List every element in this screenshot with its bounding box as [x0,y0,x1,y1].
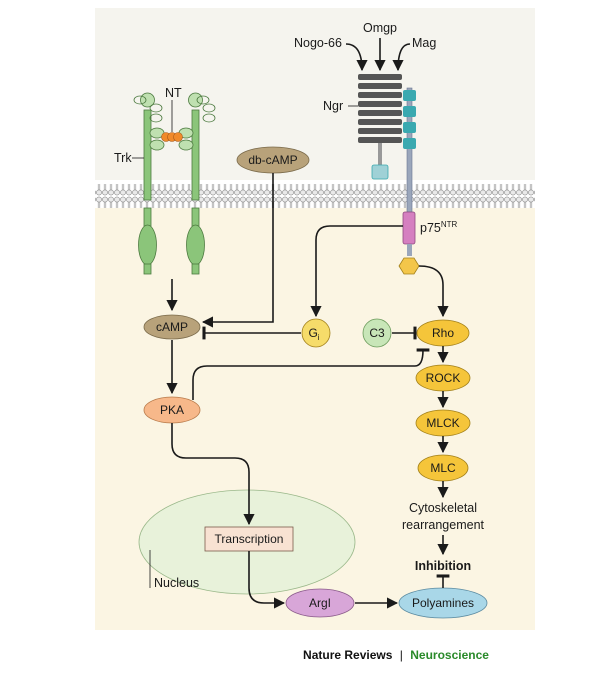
nogo-receptor-complex [358,74,420,275]
svg-text:MLCK: MLCK [426,416,459,430]
svg-text:Gi: Gi [308,326,319,342]
omgp-label: Omgp [363,21,397,35]
polyamines-node: Polyamines [398,587,488,619]
svg-text:ArgI: ArgI [309,596,331,610]
argi-node: ArgI [285,588,355,618]
svg-text:Polyamines: Polyamines [412,596,474,610]
arrow-transcription-to-argi [248,551,286,609]
nogo66-label: Nogo-66 [294,36,342,50]
svg-text:cAMP: cAMP [156,320,188,334]
svg-text:Transcription: Transcription [215,532,284,546]
camp-node: cAMP [143,314,201,340]
svg-text:C3: C3 [369,326,385,340]
footer-separator: | [400,648,403,662]
ngr-label: Ngr [323,99,343,113]
db-camp-node: db-cAMP [236,146,310,174]
p75-label: p75NTR [420,220,458,235]
arrow-dbcamp-to-camp [201,173,274,328]
rho-node: Rho [416,319,470,347]
mlck-node: MLCK [415,409,471,437]
svg-text:Rho: Rho [432,326,454,340]
footer-journal: Nature Reviews [303,648,393,662]
gi-node: Gi [301,318,331,348]
svg-text:MLC: MLC [430,461,456,475]
trk-receptor-dimer [133,92,216,275]
svg-text:ROCK: ROCK [426,371,461,385]
arrow-nogo66-to-ngr [345,43,368,72]
cytoskeletal-label: Cytoskeletal [409,501,477,515]
extracellular-background [95,8,535,180]
inhibition-label: Inhibition [415,559,471,573]
trk-label: Trk [114,151,132,165]
footer-section: Neuroscience [410,648,489,662]
svg-text:PKA: PKA [160,403,184,417]
c3-node: C3 [362,318,392,348]
arrow-p75-to-gi [310,225,403,318]
nucleus-label: Nucleus [154,576,199,590]
mag-label: Mag [412,36,436,50]
svg-text:db-cAMP: db-cAMP [248,153,297,167]
nt-label: NT [165,86,182,100]
arrow-mag-to-ngr [392,43,411,72]
arrow-hexagon-to-rho [418,265,449,318]
arrow-pka-to-transcription [171,423,255,526]
pka-node: PKA [143,396,201,424]
footer-credit: Nature Reviews | Neuroscience [303,648,489,662]
plasma-membrane [95,180,535,208]
rock-node: ROCK [415,364,471,392]
rearrangement-label: rearrangement [402,518,485,532]
transcription-box: Transcription [204,526,294,552]
mlc-node: MLC [417,454,469,482]
inhibit-pka-to-rho [192,348,430,400]
